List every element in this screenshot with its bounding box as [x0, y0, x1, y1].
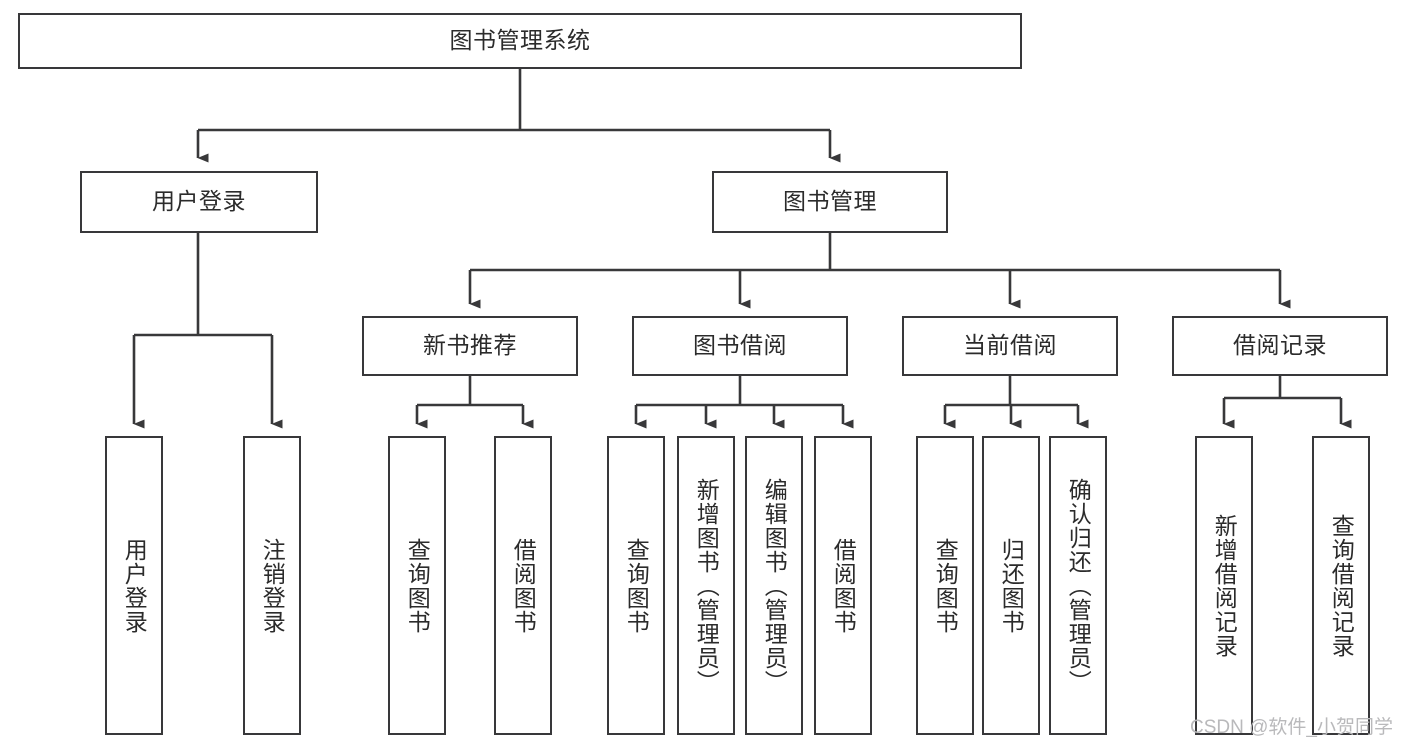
node-label: 用户登录 — [121, 537, 148, 634]
node-label: 查询图书 — [932, 537, 959, 634]
leaf-user-login-signin[interactable]: 用户登录 — [105, 436, 163, 735]
node-user-login[interactable]: 用户登录 — [80, 171, 318, 233]
node-label: 当前借阅 — [963, 332, 1057, 359]
node-label: 新增图书（管理员） — [693, 477, 720, 694]
node-label: 查询图书 — [623, 537, 650, 634]
leaf-current-borrow-return[interactable]: 归还图书 — [982, 436, 1040, 735]
node-label: 注销登录 — [259, 537, 286, 634]
node-new-book-recommendation[interactable]: 新书推荐 — [362, 316, 578, 376]
node-label: 借阅记录 — [1233, 332, 1327, 359]
node-label: 用户登录 — [152, 188, 246, 215]
node-label: 归还图书 — [998, 537, 1025, 634]
leaf-book-borrow-query[interactable]: 查询图书 — [607, 436, 665, 735]
node-borrow-record[interactable]: 借阅记录 — [1172, 316, 1388, 376]
node-label: 图书管理 — [783, 188, 877, 215]
leaf-current-borrow-confirm-return[interactable]: 确认归还（管理员） — [1049, 436, 1107, 735]
node-label: 新书推荐 — [423, 332, 517, 359]
node-current-borrowing[interactable]: 当前借阅 — [902, 316, 1118, 376]
node-label: 借阅图书 — [830, 537, 857, 634]
node-label: 借阅图书 — [510, 537, 537, 634]
watermark-text: CSDN @软件_小贺同学 — [1190, 717, 1393, 738]
leaf-borrow-record-query[interactable]: 查询借阅记录 — [1312, 436, 1370, 735]
node-label: 图书管理系统 — [449, 27, 591, 54]
node-label: 新增借阅记录 — [1211, 513, 1238, 658]
leaf-book-borrow-add[interactable]: 新增图书（管理员） — [677, 436, 735, 735]
node-book-borrowing[interactable]: 图书借阅 — [632, 316, 848, 376]
node-label: 查询借阅记录 — [1328, 513, 1355, 658]
node-root-system[interactable]: 图书管理系统 — [18, 13, 1022, 69]
leaf-current-borrow-query[interactable]: 查询图书 — [916, 436, 974, 735]
leaf-book-borrow-borrow[interactable]: 借阅图书 — [814, 436, 872, 735]
leaf-new-book-query[interactable]: 查询图书 — [388, 436, 446, 735]
node-label: 查询图书 — [404, 537, 431, 634]
leaf-borrow-record-add[interactable]: 新增借阅记录 — [1195, 436, 1253, 735]
leaf-book-borrow-edit[interactable]: 编辑图书（管理员） — [745, 436, 803, 735]
leaf-user-login-signout[interactable]: 注销登录 — [243, 436, 301, 735]
leaf-new-book-borrow[interactable]: 借阅图书 — [494, 436, 552, 735]
node-label: 编辑图书（管理员） — [761, 477, 788, 694]
node-label: 确认归还（管理员） — [1065, 477, 1092, 694]
node-label: 图书借阅 — [693, 332, 787, 359]
node-book-management[interactable]: 图书管理 — [712, 171, 948, 233]
